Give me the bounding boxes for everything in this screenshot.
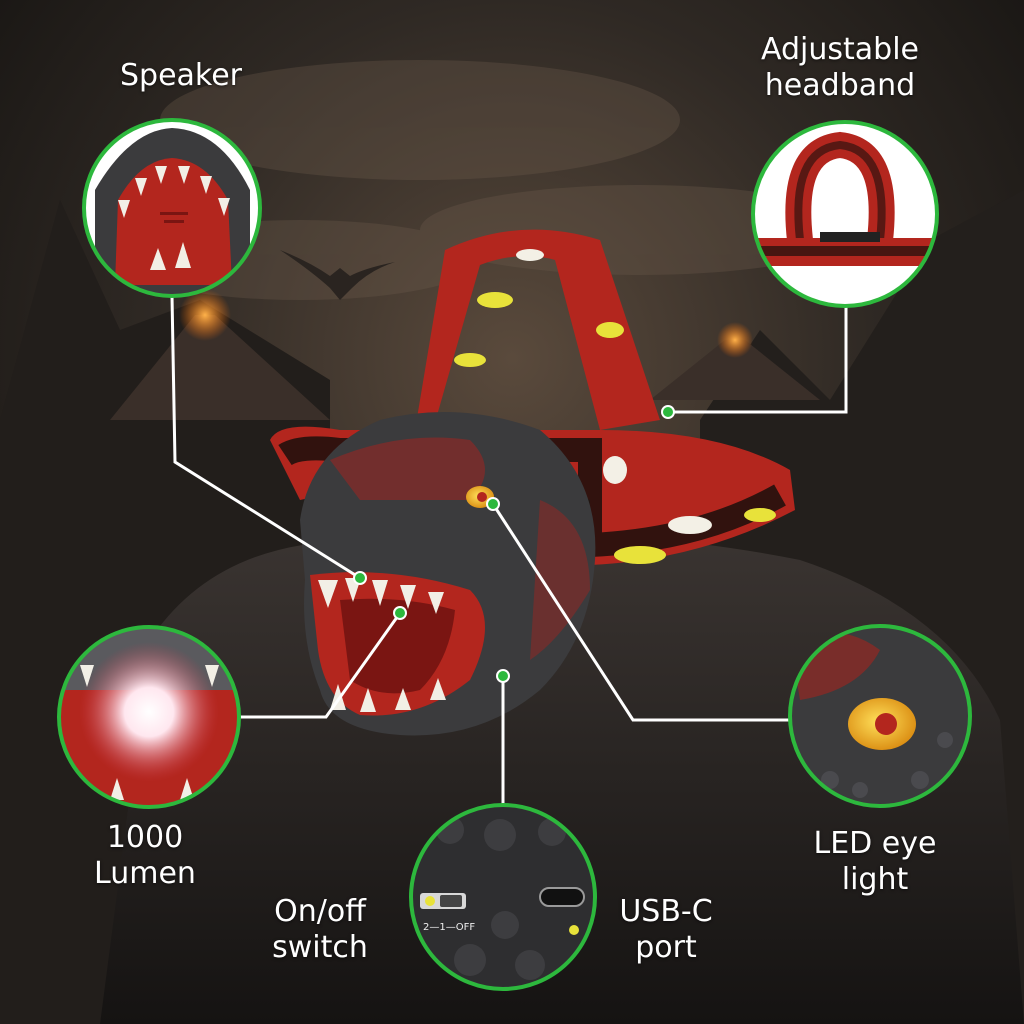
callout-speaker <box>82 118 262 298</box>
line-speaker <box>170 295 361 580</box>
connector-lines <box>170 295 848 805</box>
volcano-left <box>110 315 330 420</box>
dot-eye <box>486 497 500 511</box>
speaker-grille <box>160 212 188 215</box>
line-headband <box>668 306 848 414</box>
lava-glow-left <box>179 289 231 341</box>
label-1000-lumen: 1000 Lumen <box>94 820 196 891</box>
pterosaur-silhouette <box>280 250 395 300</box>
label-speaker: Speaker <box>119 58 243 93</box>
dot-headband <box>661 405 675 419</box>
callout-ports: 2—1—OFF <box>409 803 597 991</box>
dot-speaker <box>353 571 367 585</box>
lava-glow-right <box>717 322 753 358</box>
label-led-eye-light: LED eye light <box>813 826 937 897</box>
label-on-off-switch: On/off switch <box>272 894 368 965</box>
line-lumen <box>239 612 402 719</box>
usb-c-port <box>539 887 585 907</box>
line-eye <box>491 503 790 722</box>
buckle <box>820 232 880 242</box>
volcano-right <box>650 340 820 400</box>
dino-head <box>300 412 596 736</box>
switch-marking: 2—1—OFF <box>423 922 475 933</box>
callout-headband <box>751 120 939 308</box>
led-lamp <box>79 642 219 782</box>
dot-lumen <box>393 606 407 620</box>
dot-port <box>496 669 510 683</box>
label-adjustable-headband: Adjustable headband <box>761 32 919 103</box>
label-usb-c-port: USB-C port <box>619 894 713 965</box>
connector-dots <box>353 405 675 683</box>
callout-eye <box>788 624 972 808</box>
